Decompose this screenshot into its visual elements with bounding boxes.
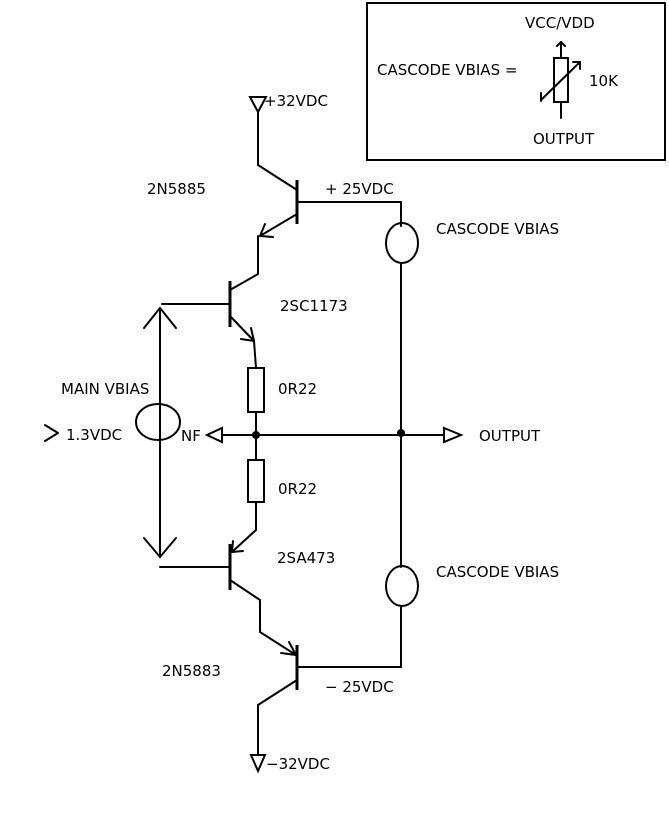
potentiometer-symbol — [540, 41, 581, 119]
label-2n5885: 2N5885 — [147, 180, 206, 198]
resistor-top-0r22: 0R22 — [247, 367, 317, 413]
label-cascode-vbias-bottom: CASCODE VBIAS — [436, 563, 559, 581]
legend-box: VCC/VDD CASCODE VBIAS = 10K OUTPUT — [366, 2, 666, 161]
neg-supply-terminal: −32VDC — [249, 754, 330, 774]
transistor-2sc1173: 2SC1173 — [161, 273, 348, 342]
transistor-2n5885: 2N5885 — [147, 164, 402, 238]
label-2sc1173: 2SC1173 — [280, 297, 348, 315]
legend-vcc-label: VCC/VDD — [525, 14, 595, 32]
transistor-2sa473: 2SA473 — [159, 529, 335, 601]
pos-supply-terminal: +32VDC — [248, 92, 328, 115]
output-label: OUTPUT — [479, 427, 541, 445]
neg-supply-label: −32VDC — [266, 755, 330, 773]
main-vbias-source: MAIN VBIAS — [61, 307, 181, 558]
label-main-vbias: MAIN VBIAS — [61, 380, 149, 398]
nf-label: NF — [181, 427, 201, 445]
input-voltage-label: 1.3VDC — [66, 426, 122, 444]
resistor-bottom-0r22: 0R22 — [247, 459, 317, 503]
pos-cascode-rail-label: + 25VDC — [325, 180, 394, 198]
label-2sa473: 2SA473 — [277, 549, 335, 567]
legend-output-label: OUTPUT — [533, 130, 595, 148]
label-cascode-vbias-top: CASCODE VBIAS — [436, 220, 559, 238]
label-resistor-bottom: 0R22 — [278, 480, 317, 498]
legend-equation-label: CASCODE VBIAS = — [377, 61, 517, 79]
transistor-2n5883: 2N5883 — [162, 631, 402, 706]
pos-supply-label: +32VDC — [264, 92, 328, 110]
cascode-bias-source-top: CASCODE VBIAS — [385, 220, 559, 264]
nf-terminal: NF — [181, 426, 223, 445]
input-terminal: 1.3VDC — [44, 424, 122, 444]
label-2n5883: 2N5883 — [162, 662, 221, 680]
cascode-bias-source-bottom: CASCODE VBIAS — [385, 563, 559, 607]
output-terminal: OUTPUT — [443, 426, 541, 445]
label-resistor-top: 0R22 — [278, 380, 317, 398]
legend-pot-value: 10K — [589, 72, 619, 90]
neg-cascode-rail-label: − 25VDC — [325, 678, 394, 696]
